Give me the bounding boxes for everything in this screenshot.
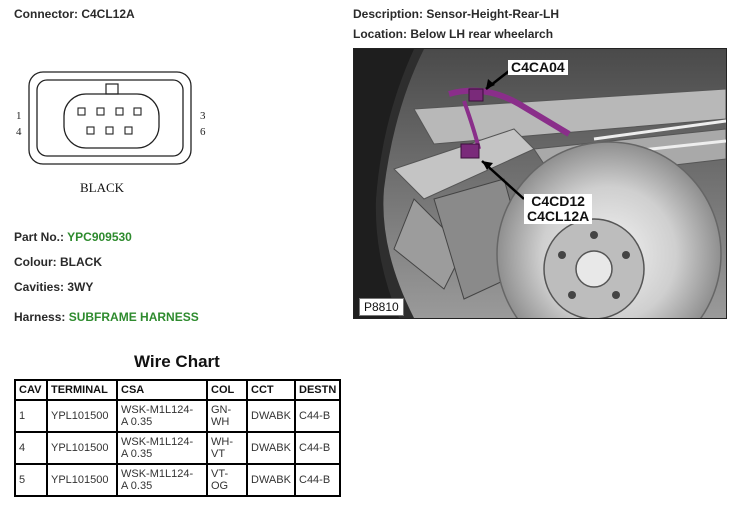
connector-label: Connector: (14, 7, 78, 21)
cell-csa: WSK-M1L124- A 0.35 (116, 463, 208, 497)
description-line: Description: Sensor-Height-Rear-LH (353, 7, 559, 21)
connector-colour-caption: BLACK (80, 180, 125, 195)
part-no-label: Part No.: (14, 230, 65, 244)
cell-destn: C44-B (293, 431, 342, 465)
location-line: Location: Below LH rear wheelarch (353, 27, 553, 41)
connector-heading: Connector: C4CL12A (14, 7, 135, 21)
table-header-row: CAV TERMINAL CSA COL CCT DESTN (14, 379, 342, 401)
pin-label-3: 3 (200, 110, 206, 122)
column-header-cct: CCT (246, 379, 296, 401)
cell-col: WH- VT (206, 431, 248, 465)
connector-diagram: 1 4 3 6 BLACK (14, 70, 214, 200)
connector-face-icon (28, 71, 192, 165)
cavities-value: 3WY (67, 280, 94, 294)
wire-chart-title: Wire Chart (134, 352, 220, 371)
location-value: Below LH rear wheelarch (410, 27, 554, 41)
cell-terminal: YPL101500 (46, 431, 118, 465)
cell-destn: C44-B (293, 463, 342, 497)
cell-col: GN- WH (206, 399, 248, 433)
pin-label-6: 6 (200, 126, 206, 138)
cell-cct: DWABK (246, 399, 296, 433)
column-header-terminal: TERMINAL (46, 379, 118, 401)
pin-label-1: 1 (16, 110, 22, 122)
cell-cav: 4 (14, 431, 48, 465)
cell-csa: WSK-M1L124- A 0.35 (116, 431, 208, 465)
colour-label: Colour: (14, 255, 57, 269)
cell-destn: C44-B (293, 399, 342, 433)
callout-c4cd12-group: C4CD12 C4CL12A (524, 193, 593, 224)
table-row: 5 YPL101500 WSK-M1L124- A 0.35 VT- OG DW… (14, 463, 342, 497)
callout-c4cd12: C4CD12 (531, 193, 585, 209)
harness-value: SUBFRAME HARNESS (68, 310, 199, 324)
cell-cct: DWABK (246, 431, 296, 465)
description-label: Description: (353, 7, 424, 21)
column-header-destn: DESTN (293, 379, 342, 401)
column-header-col: COL (206, 379, 248, 401)
callout-c4ca04: C4CA04 (508, 60, 568, 75)
wire-chart-table: CAV TERMINAL CSA COL CCT DESTN 1 YPL1015… (14, 379, 342, 497)
column-header-cav: CAV (14, 379, 48, 401)
cell-terminal: YPL101500 (46, 399, 118, 433)
cell-cav: 5 (14, 463, 48, 497)
pin-label-4: 4 (16, 126, 22, 138)
colour-line: Colour: BLACK (14, 255, 102, 269)
harness-label: Harness: (14, 310, 66, 324)
cell-col: VT- OG (206, 463, 248, 497)
part-no-line: Part No.: YPC909530 (14, 230, 132, 244)
figure-id-label: P8810 (359, 298, 404, 316)
table-row: 1 YPL101500 WSK-M1L124- A 0.35 GN- WH DW… (14, 399, 342, 433)
cavities-line: Cavities: 3WY (14, 280, 93, 294)
cell-cav: 1 (14, 399, 48, 433)
cell-terminal: YPL101500 (46, 463, 118, 497)
cell-csa: WSK-M1L124- A 0.35 (116, 399, 208, 433)
column-header-csa: CSA (116, 379, 208, 401)
table-row: 4 YPL101500 WSK-M1L124- A 0.35 WH- VT DW… (14, 431, 342, 465)
description-value: Sensor-Height-Rear-LH (426, 7, 560, 21)
location-photo: C4CA04 C4CD12 C4CL12A P8810 (353, 48, 727, 319)
part-no-value: YPC909530 (67, 230, 132, 244)
harness-line: Harness: SUBFRAME HARNESS (14, 310, 199, 324)
location-label: Location: (353, 27, 407, 41)
connector-value: C4CL12A (81, 7, 135, 21)
cell-cct: DWABK (246, 463, 296, 497)
callout-c4cl12a: C4CL12A (527, 208, 590, 224)
wheelarch-image (354, 49, 726, 318)
cavities-label: Cavities: (14, 280, 65, 294)
colour-value: BLACK (60, 255, 102, 269)
